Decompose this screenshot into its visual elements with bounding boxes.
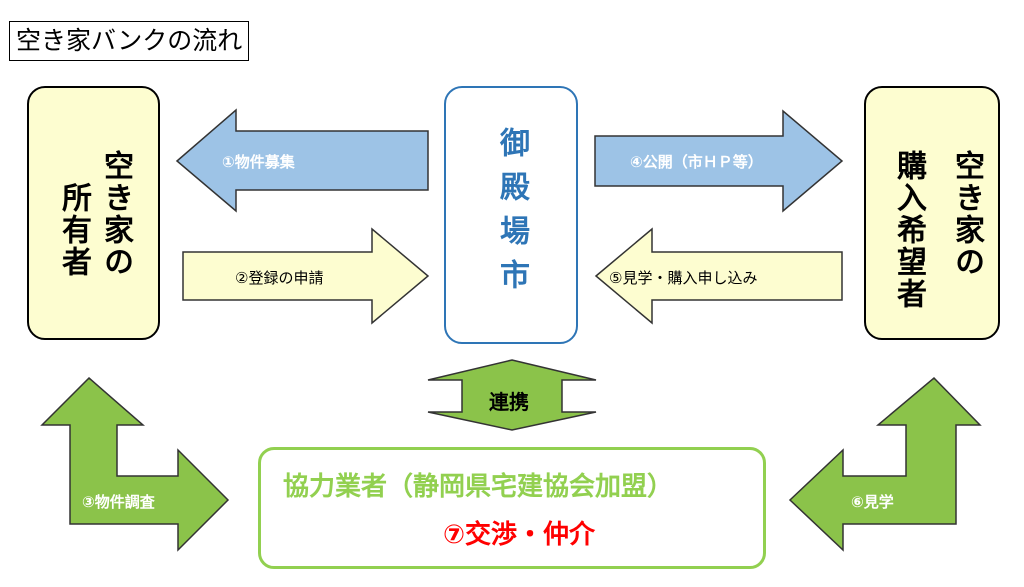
arrow-link <box>427 359 597 431</box>
link-label: 連携 <box>489 390 529 414</box>
step3-label: ③物件調査 <box>82 493 155 511</box>
city-box: 御殿場市 <box>444 86 578 344</box>
partner-box: 協力業者（静岡県宅建協会加盟） ⑦交渉・仲介 <box>258 447 766 569</box>
step1-label: ①物件募集 <box>222 153 295 171</box>
arrow-step2 <box>182 227 430 325</box>
step4-label: ④公開（市ＨＰ等） <box>630 153 763 171</box>
city-label: 御殿場市 <box>494 127 529 303</box>
arrow-step3 <box>40 376 230 552</box>
step2-label: ②登録の申請 <box>235 269 324 287</box>
arrow-step5 <box>594 227 843 325</box>
buyer-box: 空き家の 購入希望者 <box>864 86 1000 340</box>
arrow-step1 <box>175 108 429 213</box>
arrow-step6 <box>788 376 982 552</box>
step6-label: ⑥見学 <box>851 493 894 511</box>
arrow-step4 <box>594 109 844 213</box>
owner-label-line1: 空き家の <box>98 150 133 278</box>
buyer-label-line2: 購入希望者 <box>891 150 926 310</box>
owner-box: 空き家の 所有者 <box>27 86 160 340</box>
owner-label-line2: 所有者 <box>56 182 91 278</box>
partner-negotiation: ⑦交渉・仲介 <box>443 520 596 550</box>
partner-title: 協力業者（静岡県宅建協会加盟） <box>283 472 674 502</box>
page-title: 空き家バンクの流れ <box>9 21 250 61</box>
buyer-label-line1: 空き家の <box>949 150 984 278</box>
step5-label: ⑤見学・購入申し込み <box>609 269 758 287</box>
